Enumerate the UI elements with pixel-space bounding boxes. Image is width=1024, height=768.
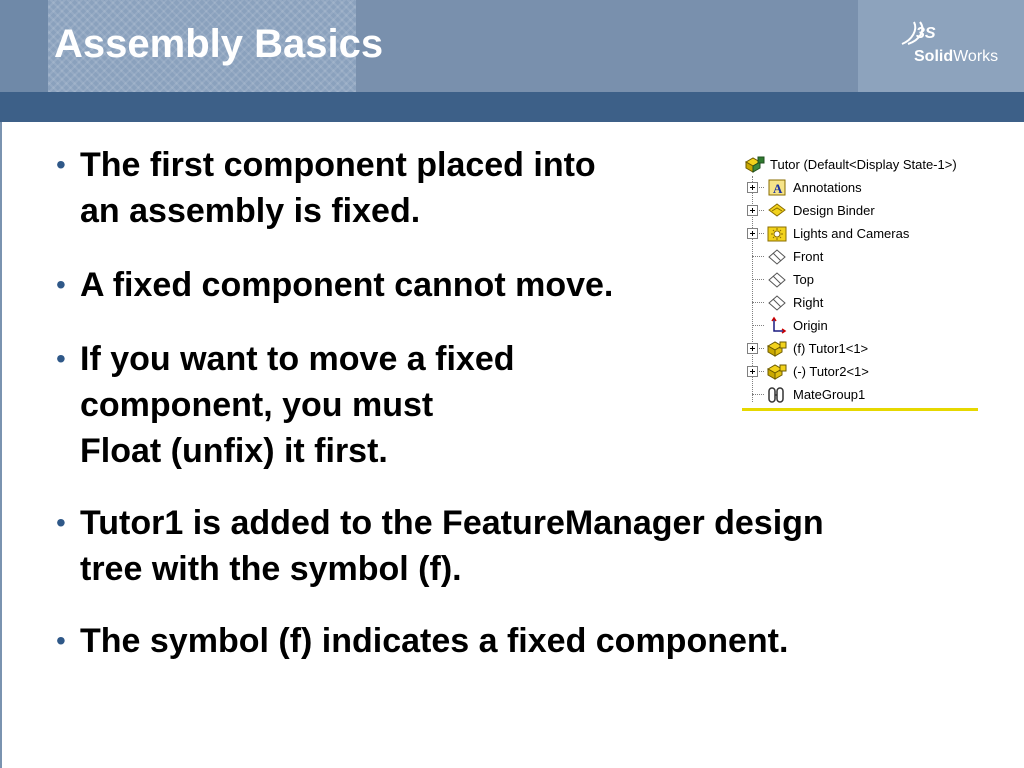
feature-manager-tree: Tutor (Default<Display State-1>) A Annot… [742, 152, 978, 412]
expand-icon[interactable] [747, 205, 758, 216]
tree-item-label: Right [793, 295, 824, 310]
tree-item-front-plane[interactable]: Front [742, 245, 978, 268]
ds-logo-text: 3S [916, 25, 936, 42]
mates-icon [768, 387, 784, 403]
bullet-line: an assembly is fixed. [80, 192, 421, 230]
tree-item-lights-and-cameras[interactable]: Lights and Cameras [742, 222, 978, 245]
lights-cameras-icon [767, 226, 787, 242]
tree-item-label: Lights and Cameras [793, 226, 910, 241]
tree-item-origin[interactable]: Origin [742, 314, 978, 337]
bullet-line: A fixed component cannot move. [80, 266, 614, 304]
design-binder-icon [768, 203, 786, 217]
bullet-dot: • [56, 269, 66, 300]
tree-item-label: (-) Tutor2<1> [793, 364, 869, 379]
header-left-panel [0, 0, 48, 92]
brand-solid: Solid [914, 48, 954, 65]
bullet-item: • The symbol (f) indicates a fixed compo… [56, 618, 789, 664]
assembly-icon [744, 156, 765, 173]
part-icon [766, 341, 787, 357]
bullet-line: tree with the symbol (f). [80, 550, 462, 588]
bullet-dot: • [56, 507, 66, 538]
bullet-item: • Tutor1 is added to the FeatureManager … [56, 500, 824, 592]
tree-item-label: Origin [793, 318, 828, 333]
brand-wordmark: SolidWorks [914, 48, 998, 66]
header-band [0, 92, 1024, 122]
bullet-line: The symbol (f) indicates a fixed compone… [80, 622, 789, 660]
header-pattern [48, 0, 356, 92]
origin-icon [771, 316, 787, 334]
expand-icon[interactable] [747, 366, 758, 377]
bullet-line: The first component placed into [80, 146, 596, 184]
plane-icon [768, 295, 786, 311]
tree-item-tutor1[interactable]: (f) Tutor1<1> [742, 337, 978, 360]
svg-text:A: A [773, 181, 783, 196]
ds-logo-icon: 3S [901, 21, 936, 45]
left-border [0, 122, 2, 768]
bullet-dot: • [56, 149, 66, 180]
header-middle-panel [356, 0, 858, 92]
annotations-icon: A [768, 179, 786, 196]
bullet-dot: • [56, 625, 66, 656]
slide-header: Assembly Basics 3S SolidWorks [0, 0, 1024, 92]
plane-icon [768, 249, 786, 265]
tree-root-tutor[interactable]: Tutor (Default<Display State-1>) [742, 152, 978, 176]
bullet-item: • If you want to move a fixed component,… [56, 336, 515, 474]
tree-item-label: Design Binder [793, 203, 875, 218]
bullet-line: Tutor1 is added to the FeatureManager de… [80, 504, 824, 542]
solidworks-logo: 3S SolidWorks [896, 18, 998, 74]
bullet-line: If you want to move a fixed [80, 340, 515, 378]
tree-item-mategroup1[interactable]: MateGroup1 [742, 383, 978, 406]
tree-item-label: MateGroup1 [793, 387, 866, 402]
slide-title: Assembly Basics [54, 22, 384, 66]
bullet-line: component, you must [80, 386, 434, 424]
tree-item-label: Front [793, 249, 824, 264]
tree-item-right-plane[interactable]: Right [742, 291, 978, 314]
expand-icon[interactable] [747, 343, 758, 354]
tree-item-top-plane[interactable]: Top [742, 268, 978, 291]
tree-item-design-binder[interactable]: Design Binder [742, 199, 978, 222]
brand-works: Works [953, 48, 999, 65]
tree-root-label: Tutor (Default<Display State-1>) [770, 157, 957, 172]
bullet-item: • The first component placed into an ass… [56, 142, 596, 234]
tree-connector [752, 176, 753, 402]
bullet-dot: • [56, 343, 66, 374]
tree-item-label: (f) Tutor1<1> [793, 341, 869, 356]
tree-item-label: Annotations [793, 180, 862, 195]
tree-item-tutor2[interactable]: (-) Tutor2<1> [742, 360, 978, 383]
plane-icon [768, 272, 786, 288]
part-icon [766, 364, 787, 380]
bullet-line: Float (unfix) it first. [80, 432, 388, 470]
expand-icon[interactable] [747, 182, 758, 193]
bullet-item: • A fixed component cannot move. [56, 262, 614, 308]
header-logo-panel [858, 0, 1024, 92]
expand-icon[interactable] [747, 228, 758, 239]
tree-item-annotations[interactable]: A Annotations [742, 176, 978, 199]
tree-item-label: Top [793, 272, 814, 287]
tree-selection-underline [742, 408, 978, 411]
